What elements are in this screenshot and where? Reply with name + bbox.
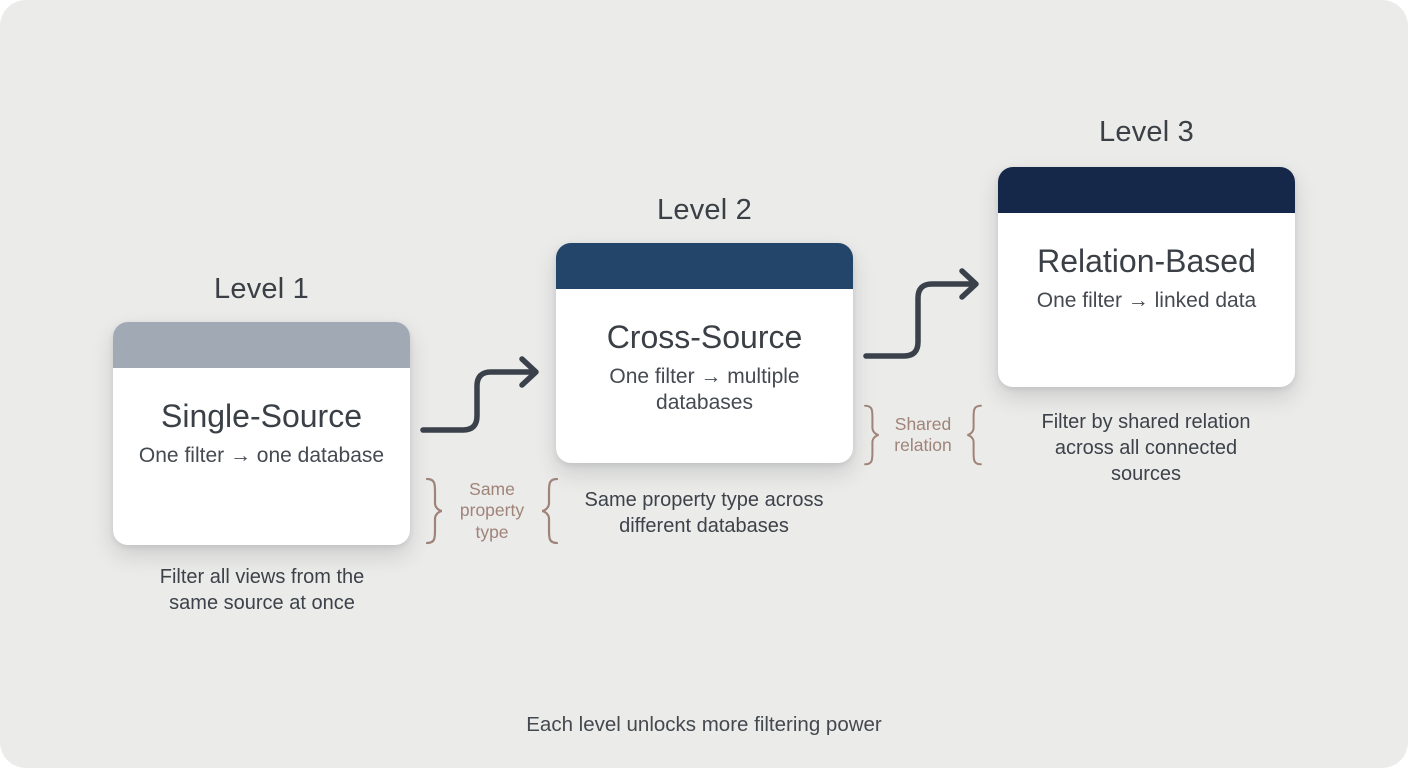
closing-curly-brace-icon [864, 404, 879, 466]
level-2-card: Cross-Source One filter → multiple datab… [556, 243, 853, 463]
arrow-level2-to-level3-icon [863, 268, 979, 359]
annotation-same-property-type-label: Same property type [459, 478, 525, 542]
footer-caption: Each level unlocks more filtering power [526, 713, 882, 736]
level-2-card-body: Cross-Source One filter → multiple datab… [556, 289, 853, 463]
opening-curly-brace-icon [541, 477, 559, 545]
level-3-card-header [998, 167, 1295, 213]
level-3-subtitle: One filter → linked data [1036, 288, 1257, 312]
level-1-card-header [113, 322, 410, 368]
level-2-caption: Same property type across different data… [584, 489, 824, 537]
annotation-same-property-type: Same property type [424, 476, 560, 546]
level-3-caption: Filter by shared relation across all con… [1041, 411, 1251, 485]
annotation-shared-relation: Shared relation [862, 403, 984, 467]
level-1-card-body: Single-Source One filter → one database [113, 368, 410, 545]
arrow-level1-to-level2-icon [420, 356, 539, 433]
closing-curly-brace-icon [425, 477, 443, 545]
level-1-title: Single-Source [161, 398, 362, 434]
level-2-subtitle: One filter → multiple databases [609, 364, 800, 414]
level-3-card-body: Relation-Based One filter → linked data [998, 213, 1295, 387]
level-3-label: Level 3 [1099, 116, 1194, 148]
opening-curly-brace-icon [967, 404, 982, 466]
level-3-card: Relation-Based One filter → linked data [998, 167, 1295, 387]
level-1-label: Level 1 [214, 273, 309, 305]
level-1-subtitle: One filter → one database [138, 443, 385, 467]
level-2-card-header [556, 243, 853, 289]
level-1-card: Single-Source One filter → one database [113, 322, 410, 545]
level-2-title: Cross-Source [606, 319, 803, 355]
level-1-caption: Filter all views from the same source at… [159, 566, 365, 614]
level-2-label: Level 2 [657, 194, 752, 226]
level-3-title: Relation-Based [1037, 243, 1256, 279]
annotation-shared-relation-label: Shared relation [894, 413, 952, 456]
